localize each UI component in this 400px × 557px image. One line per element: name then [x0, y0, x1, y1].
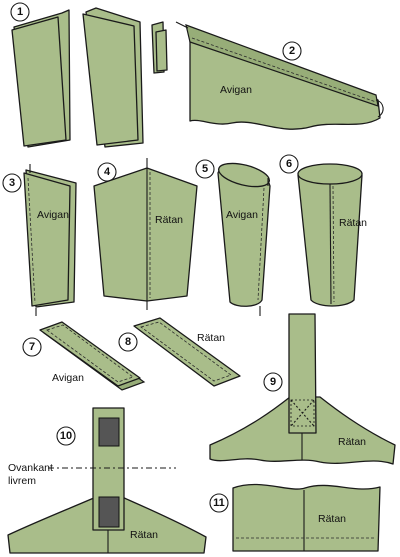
- svg-text:6: 6: [286, 158, 292, 170]
- svg-text:8: 8: [125, 336, 131, 348]
- step-3-piece: [23, 172, 71, 307]
- step-2-number: 2: [282, 41, 302, 61]
- step-7-strip: [39, 321, 141, 387]
- step-7: 7 Avigan: [22, 321, 146, 391]
- step-10-number: 10: [56, 426, 76, 446]
- step-3-number: 3: [2, 173, 22, 193]
- step-1-left-piece: [11, 16, 67, 147]
- svg-text:1: 1: [17, 6, 23, 18]
- step-7-label: Avigan: [52, 372, 84, 384]
- step-2: 2 Avigan: [175, 21, 384, 130]
- step-2-label: Avigan: [220, 84, 252, 96]
- svg-text:7: 7: [29, 341, 35, 353]
- step-11: 11 Rätan: [209, 483, 381, 552]
- svg-text:9: 9: [270, 376, 276, 388]
- step-10-label: Rätan: [130, 529, 158, 541]
- step-4-number: 4: [97, 162, 117, 182]
- svg-text:10: 10: [60, 430, 72, 442]
- step-8-number: 8: [118, 332, 138, 352]
- step-4-piece: [93, 167, 198, 302]
- step-4-label: Rätan: [155, 214, 183, 226]
- step-10-bottom-patch: [98, 496, 120, 528]
- step-8-strip: [133, 317, 241, 387]
- svg-text:4: 4: [104, 166, 111, 178]
- step-1-small-strip-front: [155, 29, 168, 72]
- step-8: 8 Rätan: [118, 317, 241, 387]
- step-9-label: Rätan: [338, 436, 366, 448]
- step-5-label: Avigan: [226, 209, 258, 221]
- step-10-waistline-label-2: livrem: [8, 475, 36, 487]
- step-1-right-piece: [82, 13, 139, 146]
- step-1: 1: [10, 2, 168, 148]
- step-11-number: 11: [209, 493, 229, 513]
- step-3: 3 Avigan: [2, 164, 77, 316]
- svg-text:3: 3: [9, 177, 15, 189]
- step-7-number: 7: [22, 337, 42, 357]
- step-6: 6 Rätan: [279, 154, 367, 307]
- step-11-garment: [232, 483, 381, 552]
- step-5-number: 5: [195, 159, 215, 179]
- step-6-label: Rätan: [339, 217, 367, 229]
- step-5-tube-top: [218, 162, 270, 188]
- svg-text:11: 11: [213, 497, 225, 509]
- step-4: 4 Rätan: [93, 158, 198, 310]
- step-9: 9 Rätan: [209, 313, 396, 465]
- step-8-label: Rätan: [197, 332, 225, 344]
- svg-text:5: 5: [202, 163, 208, 175]
- step-10: 10 Ovankant livrem Rätan: [7, 407, 207, 554]
- step-1-number: 1: [10, 2, 30, 22]
- step-3-label: Avigan: [37, 209, 69, 221]
- step-11-label: Rätan: [318, 513, 346, 525]
- step-5-tube: [217, 166, 271, 307]
- step-6-number: 6: [279, 154, 299, 174]
- step-6-tube-top: [297, 163, 363, 185]
- step-5: 5 Avigan: [195, 159, 271, 316]
- step-10-waistline-label-1: Ovankant: [8, 462, 53, 474]
- step-9-number: 9: [263, 372, 283, 392]
- step-10-top-patch: [98, 417, 120, 447]
- step-9-belt-loop: [288, 313, 317, 434]
- svg-text:2: 2: [289, 45, 295, 57]
